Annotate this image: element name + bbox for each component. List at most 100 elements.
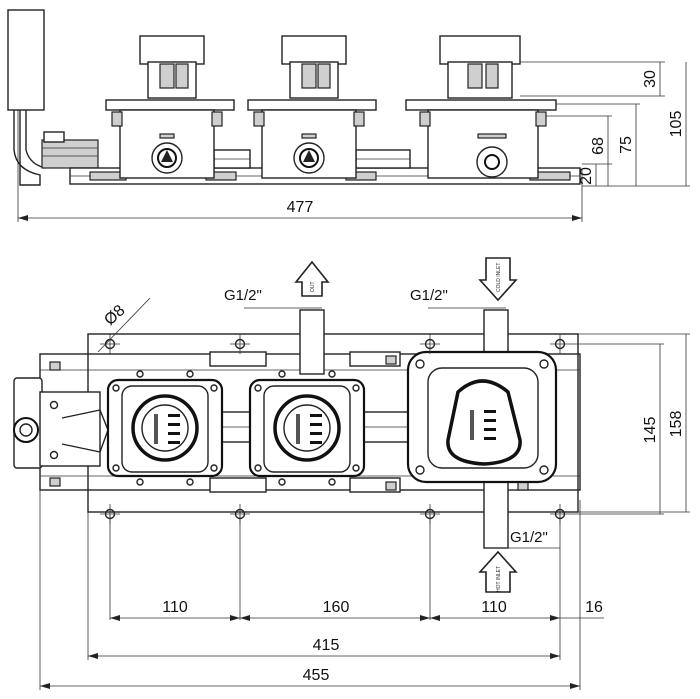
screw-hole	[49, 450, 59, 460]
port-arrow-icon	[303, 150, 315, 162]
dim-arrow	[230, 615, 240, 621]
valve-marking	[317, 63, 331, 89]
rail-clip	[209, 351, 267, 367]
plate-shield	[446, 379, 522, 466]
plate-mark	[310, 441, 322, 444]
body-clip	[253, 111, 265, 127]
dim-110b-label: 110	[481, 599, 507, 616]
dim-415-label: 415	[313, 637, 340, 654]
body-label	[159, 133, 175, 139]
hole	[230, 334, 250, 354]
valve-marking	[159, 63, 175, 89]
plate-mark	[168, 441, 180, 444]
plate-tab	[186, 370, 194, 378]
side-valve-1	[105, 35, 235, 179]
plate-2	[248, 370, 366, 486]
flow-arrows: OUT COLD INLET HOT INLET	[294, 257, 518, 593]
valve-cap	[139, 35, 205, 65]
handle-knob-inner	[19, 423, 33, 437]
side-valve-2	[247, 35, 377, 179]
dim-arrow	[88, 653, 98, 659]
plate-mark	[168, 423, 180, 426]
handle-stem	[13, 110, 41, 186]
plate-mark	[168, 414, 180, 417]
port-inner	[299, 148, 319, 168]
dim-455-label: 455	[303, 667, 330, 684]
plate-logo	[296, 414, 300, 444]
outlet-pipe-1	[299, 309, 325, 375]
plate-corner	[539, 359, 549, 369]
valve-flange	[105, 99, 235, 111]
dim-arrow	[240, 615, 250, 621]
side-bracket	[41, 139, 99, 169]
dim-arrow	[110, 615, 120, 621]
handle-body	[13, 377, 43, 469]
plate-corner	[112, 464, 120, 472]
body-clip	[111, 111, 123, 127]
valve-marking	[301, 63, 317, 89]
rail-clip	[209, 477, 267, 493]
hole	[420, 334, 440, 354]
rail-tab	[49, 361, 61, 371]
plate-corner	[539, 465, 549, 475]
diameter-callout: Ø8	[97, 297, 151, 353]
leader-line	[97, 297, 151, 353]
body-clip	[535, 111, 547, 127]
thread-label-inlet: G1/2"	[510, 529, 548, 546]
plate-corner	[415, 465, 425, 475]
port-circle	[476, 146, 508, 178]
plate-ring-inner	[283, 404, 331, 452]
body-label	[301, 133, 317, 139]
handle-knob	[13, 417, 39, 443]
plate-tab	[136, 478, 144, 486]
inlet-pipe	[483, 477, 509, 549]
plate-logo	[154, 414, 158, 444]
hole	[420, 504, 440, 524]
valve-flange	[405, 99, 557, 111]
thread-labels: G1/2" G1/2" G1/2"	[224, 287, 560, 549]
valve-marking	[485, 63, 499, 89]
plate-corner	[254, 384, 262, 392]
valve-cap	[281, 35, 347, 65]
dim-arrow	[18, 215, 28, 221]
hole	[550, 504, 570, 524]
plate-mark	[484, 437, 496, 440]
dim-110a-label: 110	[162, 599, 188, 616]
side-valve-3	[405, 35, 557, 179]
dim-160-label: 160	[323, 599, 350, 616]
hole	[100, 334, 120, 354]
body-clip	[353, 111, 365, 127]
handle-column	[7, 9, 45, 111]
thread-label-out2: G1/2"	[410, 287, 448, 304]
dim-20-label: 20	[578, 167, 595, 185]
dim-158-label: 158	[668, 411, 685, 438]
plate-mark	[168, 432, 180, 435]
out-arrow-label: OUT	[310, 281, 316, 292]
plate-mark	[310, 423, 322, 426]
valve-marking	[175, 63, 189, 89]
dim-arrow	[420, 615, 430, 621]
port-inner	[484, 154, 500, 170]
hole	[100, 504, 120, 524]
out-arrow-icon	[294, 260, 330, 297]
valve-marking	[467, 63, 483, 89]
plate-mark	[484, 428, 496, 431]
plate-corner	[210, 464, 218, 472]
rail-tab	[49, 477, 61, 487]
plate-mark	[484, 410, 496, 413]
plate-tab	[278, 478, 286, 486]
dim-30-label: 30	[642, 70, 659, 88]
bracket-tab	[43, 131, 65, 143]
plate-corner	[112, 384, 120, 392]
top-dimensions: 145 158 110 160 110 16 415 455	[40, 333, 690, 689]
plate-tab	[328, 478, 336, 486]
body-label	[477, 133, 507, 139]
plate-corner	[352, 464, 360, 472]
dim-arrow	[550, 615, 560, 621]
plate-mark	[310, 414, 322, 417]
plate-corner	[254, 464, 262, 472]
side-dimensions: 477 30 105 75 68 20	[18, 61, 690, 221]
screw-hole	[49, 400, 59, 410]
plate-corner	[352, 384, 360, 392]
